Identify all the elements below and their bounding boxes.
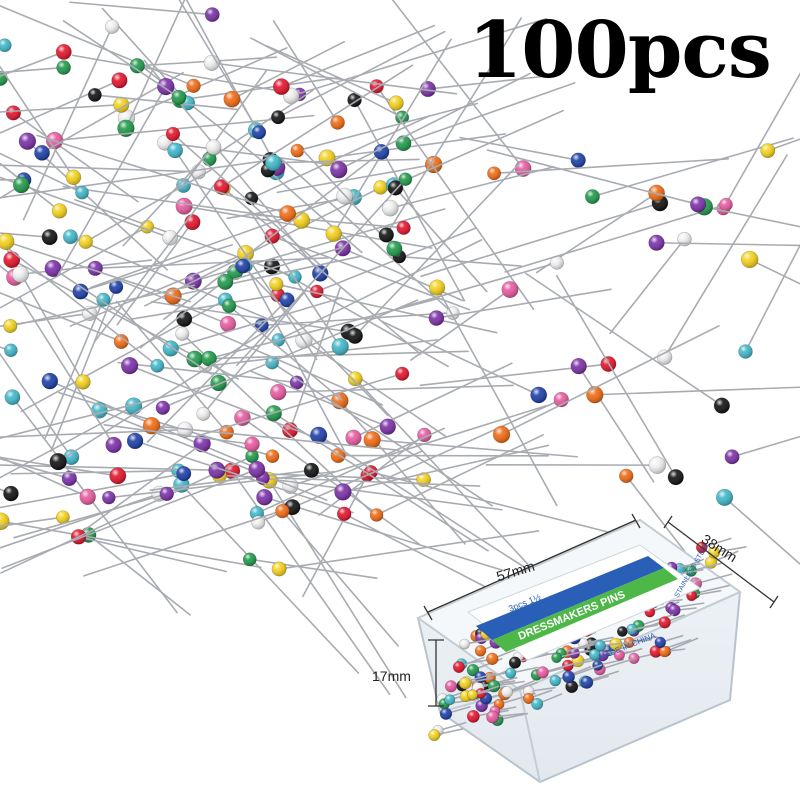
pin (493, 326, 719, 443)
pin (382, 321, 547, 403)
pin (270, 384, 513, 400)
pin (271, 32, 444, 124)
pin (0, 61, 71, 90)
pin (276, 504, 399, 646)
pin (657, 155, 787, 364)
pin (725, 392, 800, 464)
pin (265, 229, 469, 310)
dimension-height-label: 17mm (372, 668, 411, 684)
pin (331, 448, 548, 463)
pin (0, 375, 227, 444)
pin (429, 729, 463, 741)
pin (251, 371, 396, 434)
pin (84, 499, 300, 575)
pin (526, 273, 730, 413)
pin (649, 235, 800, 251)
pin (0, 71, 8, 133)
pin (420, 356, 616, 385)
pin (282, 287, 340, 437)
pin (0, 511, 69, 555)
pin (586, 386, 800, 403)
headline-quantity: 100pcs (468, 12, 771, 90)
pin (348, 93, 465, 301)
pin (0, 0, 200, 93)
pin (487, 150, 705, 212)
pin (243, 553, 377, 578)
pin (157, 135, 336, 165)
